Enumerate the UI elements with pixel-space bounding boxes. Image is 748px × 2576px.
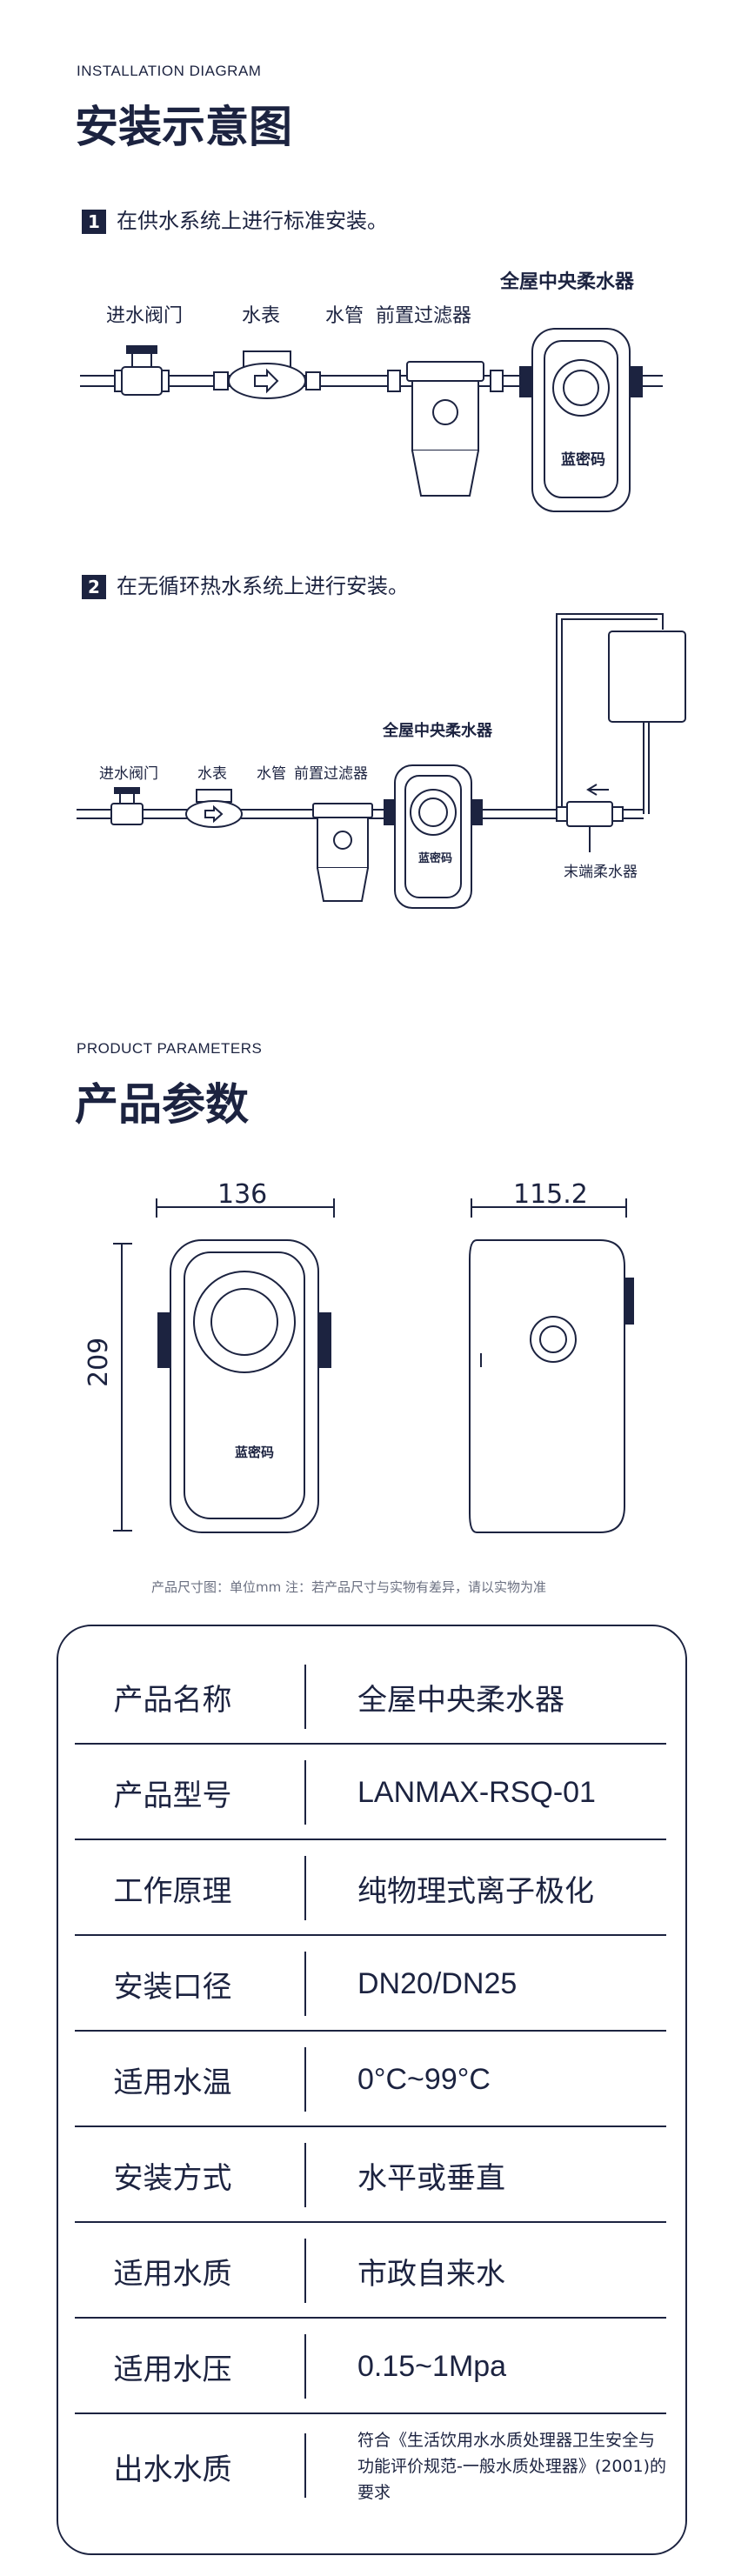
param-value: 0.15~1Mpa — [357, 2349, 507, 2383]
param-key: 安装方式 — [113, 2160, 232, 2196]
dim-depth-label: 115.2 — [513, 1179, 588, 1210]
diagram2-softener-icon — [384, 764, 483, 909]
param-row-model: 产品型号 LANMAX-RSQ-01 — [75, 1745, 666, 1840]
params-card — [57, 1625, 687, 2555]
step-1-heading: 1 在供水系统上进行标准安装。 — [82, 204, 388, 234]
diagram1-softener-label: 全屋中央柔水器 — [500, 271, 635, 293]
diagram1-brand-logo: 蓝密码 — [561, 451, 605, 469]
diagram2-valve-label: 进水阀门 — [99, 765, 158, 783]
param-row-principle: 工作原理 纯物理式离子极化 — [75, 1840, 666, 1936]
param-row-diameter: 安装口径 DN20/DN25 — [75, 1936, 666, 2032]
param-key: 工作原理 — [113, 1873, 232, 1909]
step-2-text: 在无循环热水系统上进行安装。 — [117, 574, 409, 598]
diagram1-pipe-label: 水管 — [325, 305, 364, 327]
dimension-note: 产品尺寸图：单位mm 注：若产品尺寸与实物有差异，请以实物为准 — [151, 1579, 546, 1595]
param-key: 适用水温 — [113, 2065, 232, 2100]
diagram2-pipe-label: 水管 — [257, 765, 286, 783]
param-key: 安装口径 — [113, 1969, 232, 2005]
section-subtitle-params: Product parameters — [77, 1040, 263, 1057]
param-key: 适用水压 — [113, 2352, 232, 2387]
param-value: 水平或垂直 — [357, 2160, 505, 2196]
param-key: 产品名称 — [113, 1682, 232, 1718]
param-value: 符合《生活饮用水水质处理器卫生安全与功能评价规范-一般水质处理器》(2001)的… — [357, 2431, 667, 2502]
section-subtitle-install: Installation diagram — [77, 63, 262, 79]
diagram-2-svg — [77, 613, 686, 909]
step-2-heading: 2 在无循环热水系统上进行安装。 — [82, 569, 409, 599]
step-2-number: 2 — [82, 575, 106, 599]
param-row-water-quality: 适用水质 市政自来水 — [75, 2223, 666, 2319]
diagram2-meter-label: 水表 — [197, 765, 227, 783]
section-title-params: 产品参数 — [75, 1079, 249, 1130]
diagram2-prefilter-icon — [312, 803, 373, 902]
dim-width-label: 136 — [217, 1179, 268, 1210]
param-row-pressure: 适用水压 0.15~1Mpa — [75, 2319, 666, 2414]
param-value: 纯物理式离子极化 — [357, 1873, 594, 1909]
diagram2-meter-icon — [185, 789, 243, 828]
param-row-install-method: 安装方式 水平或垂直 — [75, 2127, 666, 2223]
param-value: 0°C~99°C — [357, 2062, 491, 2096]
param-key: 适用水质 — [113, 2256, 232, 2292]
param-value: DN20/DN25 — [357, 1966, 518, 2000]
param-row-temperature: 适用水温 0°C~99°C — [75, 2032, 666, 2127]
diagram2-heater-icon — [608, 631, 686, 723]
diagram2-terminal-label: 末端柔水器 — [564, 864, 638, 881]
param-key: 产品型号 — [113, 1778, 232, 1813]
diagram2-prefilter-label: 前置过滤器 — [294, 765, 368, 783]
diagram1-valve-icon — [114, 345, 170, 396]
diagram-1-svg — [80, 328, 663, 512]
step-1-text: 在供水系统上进行标准安装。 — [117, 209, 388, 233]
diagram1-valve-label: 进水阀门 — [106, 305, 184, 327]
step-1-number: 1 — [82, 210, 106, 234]
diagram1-softener-icon — [519, 328, 643, 512]
diagram1-prefilter-icon — [387, 361, 504, 497]
param-value: 全屋中央柔水器 — [357, 1682, 564, 1718]
dimension-drawing-svg — [113, 1198, 634, 1533]
param-value: 市政自来水 — [357, 2256, 505, 2292]
front-view-icon — [157, 1239, 331, 1533]
diagram1-meter-label: 水表 — [242, 305, 281, 327]
param-value: LANMAX-RSQ-01 — [357, 1775, 596, 1809]
diagram2-brand-logo: 蓝密码 — [418, 852, 453, 865]
diagram2-valve-icon — [110, 787, 144, 825]
diagram1-prefilter-label: 前置过滤器 — [376, 305, 472, 327]
param-key: 出水水质 — [113, 2452, 232, 2487]
diagram2-terminal-softener-icon — [556, 801, 624, 852]
front-view-brand-logo: 蓝密码 — [235, 1445, 275, 1460]
param-row-output-quality: 出水水质 符合《生活饮用水水质处理器卫生安全与功能评价规范-一般水质处理器》(2… — [75, 2414, 667, 2519]
side-view-icon — [469, 1239, 634, 1533]
section-title-install: 安装示意图 — [75, 102, 292, 152]
diagram1-meter-icon — [213, 350, 321, 399]
dim-height-label: 209 — [83, 1337, 114, 1387]
param-row-name: 产品名称 全屋中央柔水器 — [75, 1649, 666, 1745]
diagram2-softener-label: 全屋中央柔水器 — [383, 722, 492, 740]
